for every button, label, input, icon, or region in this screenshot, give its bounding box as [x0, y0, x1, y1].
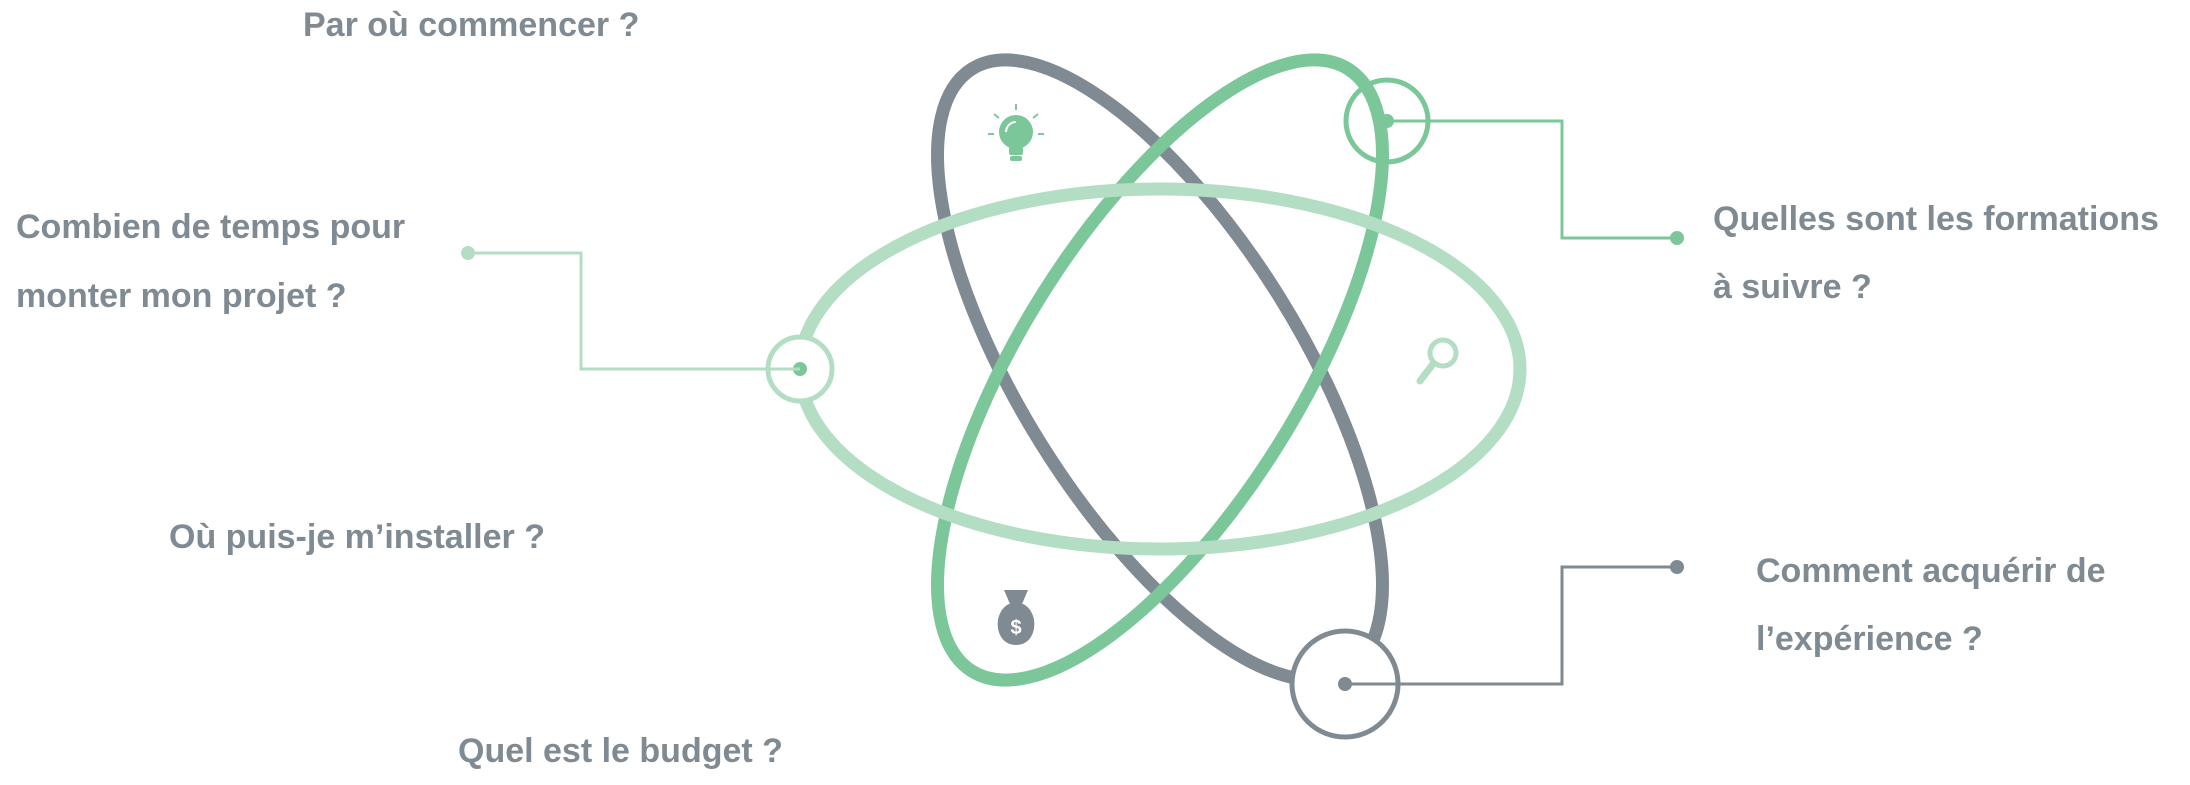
question-training-line2: à suivre ?	[1713, 268, 1872, 306]
connector-experience	[1289, 560, 1684, 740]
question-time-line2: monter mon projet ?	[16, 277, 347, 315]
lightbulb-icon	[988, 104, 1044, 161]
question-training-line1: Quelles sont les formations	[1713, 200, 2159, 238]
question-experience-line1: Comment acquérir de	[1756, 552, 2106, 590]
connector-training	[1343, 77, 1684, 245]
connector-time	[461, 246, 835, 404]
question-start: Par où commencer ?	[303, 6, 640, 44]
magnifier-icon	[1416, 337, 1459, 385]
money-bag-symbol: $	[1010, 617, 1021, 639]
question-budget: Quel est le budget ?	[458, 732, 783, 770]
money-bag-icon: $	[997, 590, 1035, 645]
question-place: Où puis-je m’installer ?	[169, 518, 545, 556]
question-time-line1: Combien de temps pour	[16, 208, 406, 246]
question-experience-line2: l’expérience ?	[1756, 620, 1983, 658]
orbit-green	[931, 53, 1389, 687]
orbit-light-green	[793, 182, 1527, 556]
